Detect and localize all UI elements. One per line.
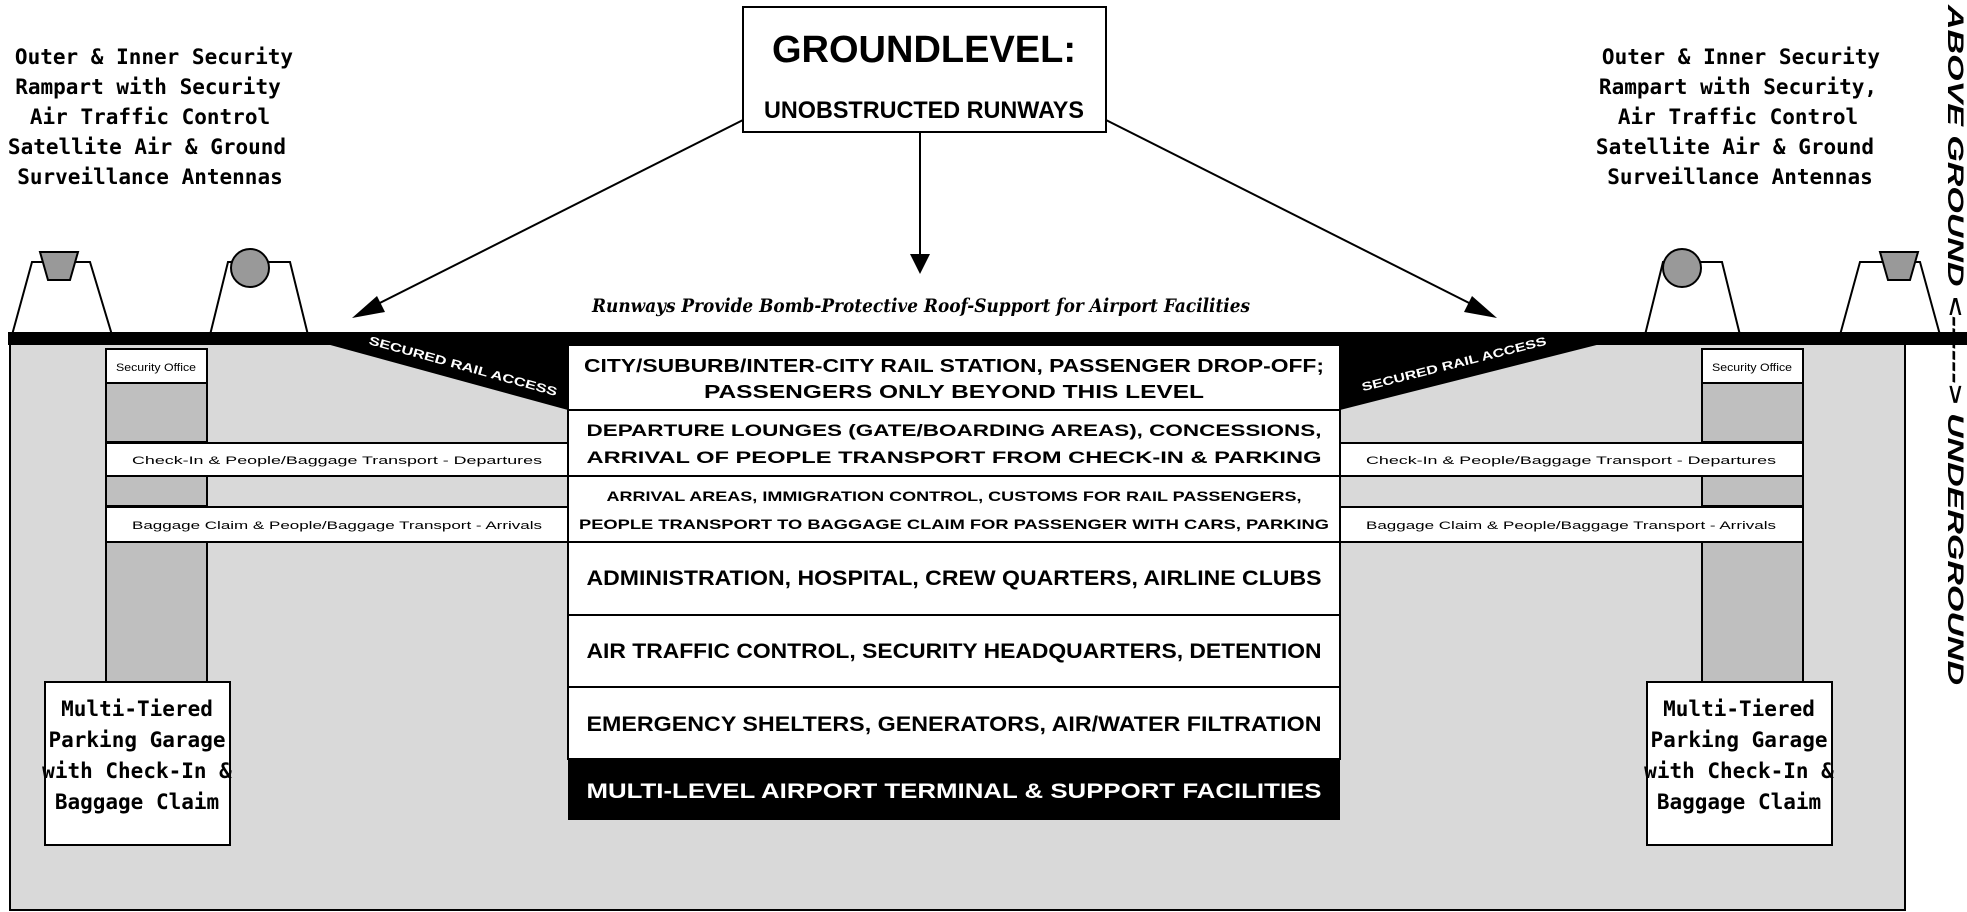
terminal-level-2-line-1: DEPARTURE LOUNGES (GATE/BOARDING AREAS),… xyxy=(587,421,1322,440)
right-shaft-lower xyxy=(1701,541,1804,683)
arrow-down-head xyxy=(910,254,930,274)
left-security-label: Security Office xyxy=(116,362,196,374)
terminal-level-2 xyxy=(567,409,1341,477)
left-shaft-upper xyxy=(105,382,208,443)
left-departures-label: Check-In & People/Baggage Transport - De… xyxy=(132,455,543,467)
left-rail-access-wedge xyxy=(290,334,568,410)
right-security-label: Security Office xyxy=(1712,362,1792,374)
left-shaft-lower xyxy=(105,541,208,683)
left-parking-line-3: with Check-In & xyxy=(42,759,232,783)
right-arrivals-transport xyxy=(1339,506,1804,543)
right-rail-access-wedge xyxy=(1340,334,1640,410)
terminal-level-1-line-2: PASSENGERS ONLY BEYOND THIS LEVEL xyxy=(704,382,1204,402)
right-parking-line-1: Multi-Tiered xyxy=(1663,697,1815,721)
terminal-footer-text: MULTI-LEVEL AIRPORT TERMINAL & SUPPORT F… xyxy=(587,780,1322,803)
right-departures-label: Check-In & People/Baggage Transport - De… xyxy=(1366,455,1777,467)
title-box xyxy=(742,6,1107,133)
left-note-line-4: Satellite Air & Ground xyxy=(8,135,286,159)
right-note-line-5: Surveillance Antennas xyxy=(1607,165,1873,189)
terminal-level-2-line-2: ARRIVAL OF PEOPLE TRANSPORT FROM CHECK-I… xyxy=(587,448,1322,467)
arrow-left-line xyxy=(361,119,744,313)
terminal-level-5 xyxy=(567,614,1341,688)
left-note-line-3: Air Traffic Control xyxy=(30,105,270,129)
right-security-office xyxy=(1701,348,1804,384)
arrow-right-head xyxy=(1464,296,1497,318)
right-parking-line-2: Parking Garage xyxy=(1650,728,1827,752)
right-note-line-3: Air Traffic Control xyxy=(1618,105,1858,129)
right-dish-antenna-icon xyxy=(1878,251,1920,281)
terminal-level-1-line-1: CITY/SUBURB/INTER-CITY RAIL STATION, PAS… xyxy=(584,356,1324,376)
title-line-1: GROUNDLEVEL: xyxy=(772,29,1076,71)
terminal-level-1 xyxy=(567,344,1341,411)
terminal-level-3-line-2: PEOPLE TRANSPORT TO BAGGAGE CLAIM FOR PA… xyxy=(579,516,1329,532)
left-security-office xyxy=(105,348,208,384)
left-note-line-1: Outer & Inner Security xyxy=(15,45,294,69)
arrow-right-line xyxy=(1105,119,1488,313)
right-parking-garage xyxy=(1646,681,1833,846)
right-parking-line-4: Baggage Claim xyxy=(1657,790,1821,814)
left-departures-transport xyxy=(105,442,569,477)
terminal-level-3-line-1: ARRIVAL AREAS, IMMIGRATION CONTROL, CUST… xyxy=(607,488,1302,504)
right-note-line-1: Outer & Inner Security xyxy=(1602,45,1881,69)
right-radar-dome-icon xyxy=(1662,248,1702,288)
right-arrivals-label: Baggage Claim & People/Baggage Transport… xyxy=(1366,520,1777,532)
left-dish-antenna-icon xyxy=(38,251,80,281)
left-parking-line-4: Baggage Claim xyxy=(55,790,219,814)
terminal-level-4-text: ADMINISTRATION, HOSPITAL, CREW QUARTERS,… xyxy=(587,567,1322,590)
above-underground-annotation: ABOVE GROUND <------> UNDERGROUND xyxy=(1943,3,1967,685)
terminal-level-6 xyxy=(567,686,1341,760)
right-shaft-upper xyxy=(1701,382,1804,443)
terminal-level-4 xyxy=(567,541,1341,616)
right-note-line-2: Rampart with Security, xyxy=(1599,75,1877,99)
runway-caption: Runways Provide Bomb-Protective Roof-Sup… xyxy=(591,295,1250,317)
left-parking-line-1: Multi-Tiered xyxy=(61,697,213,721)
left-arrivals-transport xyxy=(105,506,569,543)
left-radar-dome-icon xyxy=(230,248,270,288)
left-note-line-2: Rampart with Security xyxy=(15,75,281,99)
terminal-level-6-text: EMERGENCY SHELTERS, GENERATORS, AIR/WATE… xyxy=(587,713,1322,736)
left-parking-line-2: Parking Garage xyxy=(48,728,225,752)
right-departures-transport xyxy=(1339,442,1804,477)
arrow-left-head xyxy=(352,296,385,318)
left-arrivals-label: Baggage Claim & People/Baggage Transport… xyxy=(132,520,543,532)
left-shaft-middle xyxy=(105,475,208,507)
right-parking-line-3: with Check-In & xyxy=(1644,759,1834,783)
terminal-level-5-text: AIR TRAFFIC CONTROL, SECURITY HEADQUARTE… xyxy=(587,640,1322,663)
left-note-line-5: Surveillance Antennas xyxy=(17,165,283,189)
terminal-footer-bar xyxy=(568,759,1340,820)
title-line-2: UNOBSTRUCTED RUNWAYS xyxy=(764,97,1084,124)
right-note-line-4: Satellite Air & Ground xyxy=(1596,135,1874,159)
left-parking-garage xyxy=(44,681,231,846)
runway-ground-bar xyxy=(8,332,1967,345)
terminal-level-3 xyxy=(567,475,1341,543)
right-shaft-middle xyxy=(1701,475,1804,507)
